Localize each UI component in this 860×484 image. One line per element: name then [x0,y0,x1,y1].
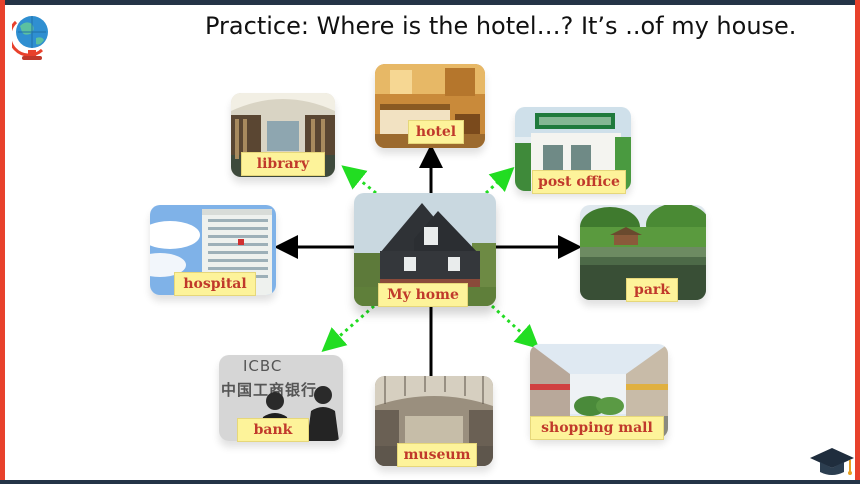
graduation-cap-icon [810,448,854,475]
bank-sign-top: ICBC [243,357,283,375]
page-title: Practice: Where is the hotel…? It’s ..of… [205,12,797,40]
hotel-photo [375,64,485,148]
park-lake-image [580,205,706,300]
globe-icon [12,16,48,60]
park-photo [580,205,706,300]
arrow-to-bank [321,304,375,352]
hotel-room-image [375,64,485,148]
arrow-to-shopping-mall [490,304,540,350]
bank-sign-bottom: 中国工商银行 [221,381,318,399]
bottom-frame-bar [0,480,860,484]
place-label-museum: museum [397,443,477,467]
place-label-post-office: post office [532,170,626,194]
top-frame-bar [0,0,860,5]
arrow-to-post-office [484,166,515,195]
place-label-bank: bank [237,418,309,442]
left-frame-bar [0,0,5,484]
place-label-library: library [241,152,325,176]
place-label-home: My home [378,283,468,307]
arrow-to-library [341,165,377,195]
place-label-shopping-mall: shopping mall [530,416,664,440]
place-label-hospital: hospital [174,272,256,296]
place-label-park: park [626,278,678,302]
place-label-hotel: hotel [408,120,464,144]
right-frame-bar [855,0,860,484]
